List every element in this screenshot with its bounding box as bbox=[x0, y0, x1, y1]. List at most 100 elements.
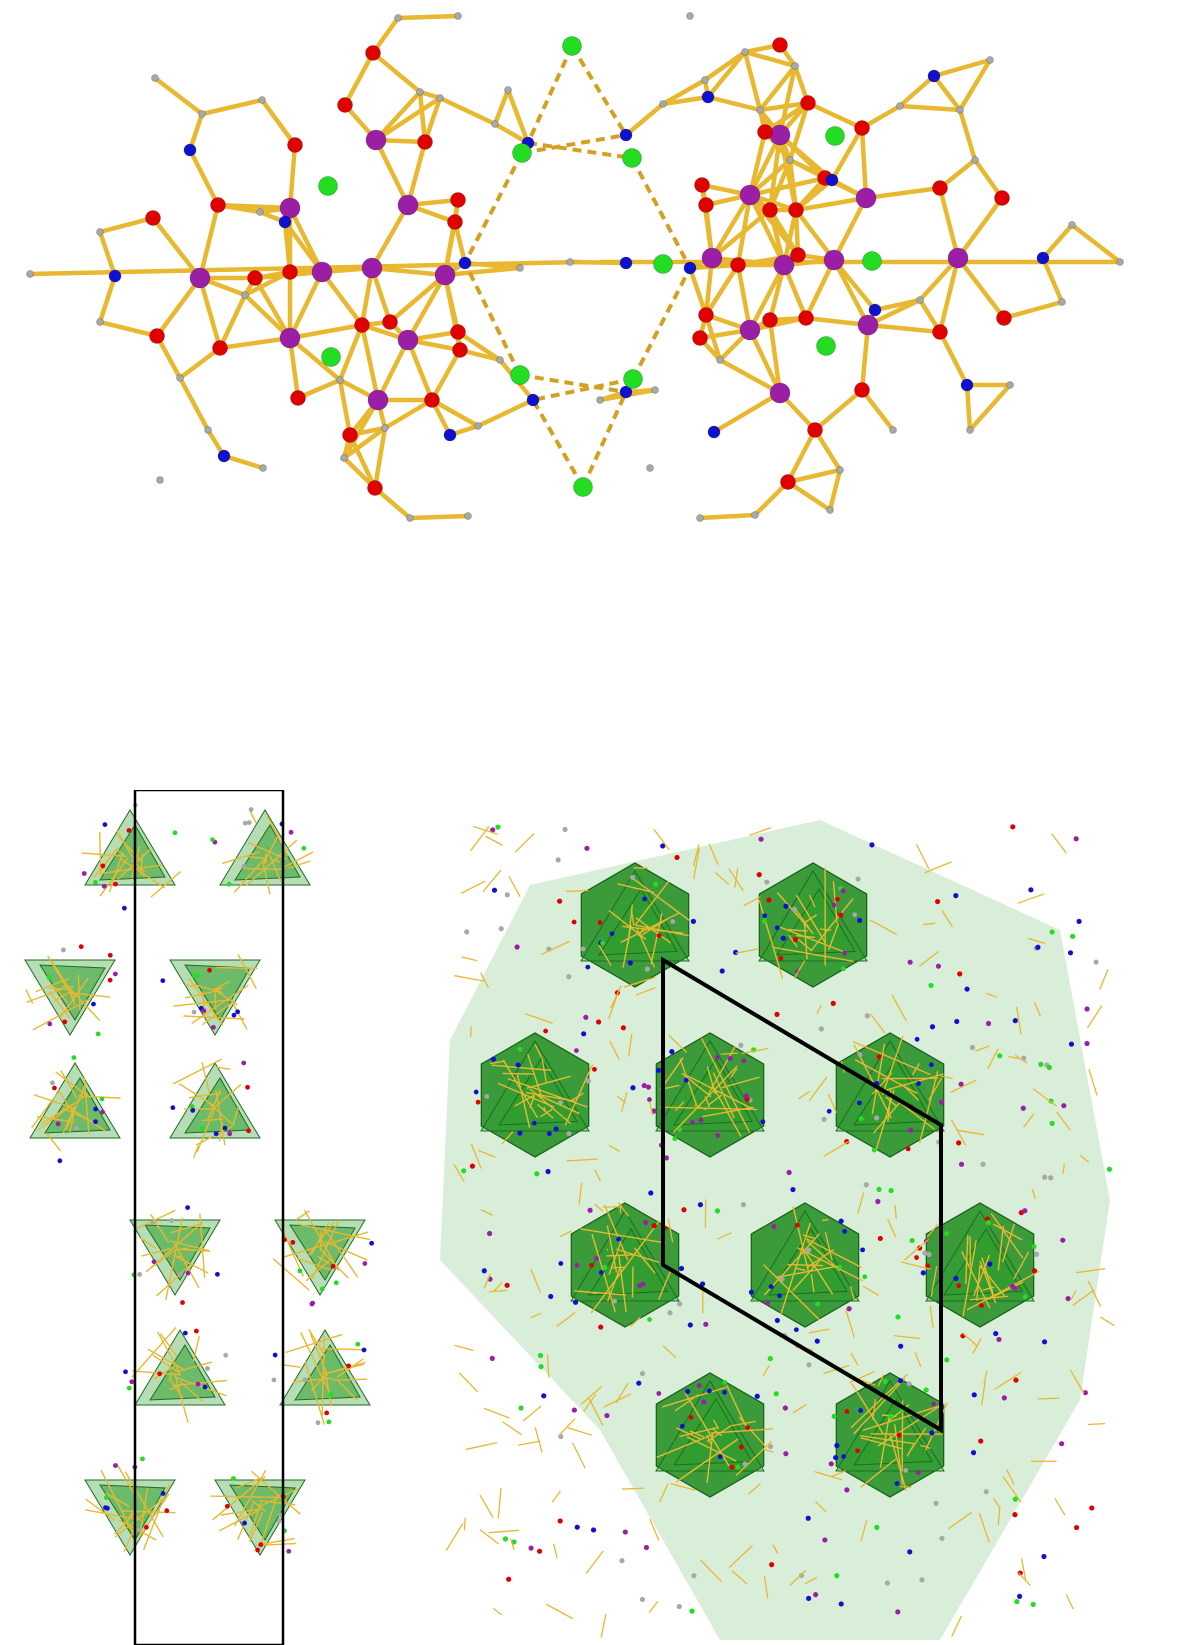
bond bbox=[757, 63, 798, 113]
carbon-atom bbox=[836, 466, 844, 474]
bond bbox=[824, 1232, 833, 1261]
bond bbox=[709, 192, 753, 261]
bond bbox=[789, 1569, 807, 1586]
chlorine-atom bbox=[1012, 1496, 1018, 1502]
chlorine-atom bbox=[689, 1608, 695, 1614]
metal-atom bbox=[895, 1609, 901, 1615]
oxygen-atom bbox=[543, 1028, 548, 1034]
bond bbox=[337, 377, 353, 438]
chlorine-atom bbox=[510, 365, 530, 385]
bond bbox=[214, 989, 238, 1006]
bond bbox=[341, 397, 381, 461]
bond bbox=[237, 954, 257, 989]
cluster-polyhedra bbox=[24, 802, 375, 1556]
nitrogen-atom bbox=[616, 1236, 621, 1242]
carbon-atom bbox=[204, 426, 212, 434]
bond bbox=[31, 1092, 59, 1129]
bond bbox=[502, 1072, 534, 1075]
oxygen-atom bbox=[979, 1303, 984, 1308]
oxygen-atom bbox=[193, 1328, 199, 1334]
bond bbox=[606, 1254, 635, 1257]
bond bbox=[536, 1093, 580, 1115]
chlorine-atom bbox=[834, 1573, 840, 1579]
bond bbox=[145, 1221, 203, 1273]
nitrogen-atom bbox=[679, 1423, 685, 1429]
bond bbox=[859, 387, 896, 433]
oxygen-atom bbox=[1089, 1505, 1095, 1511]
bond bbox=[477, 1149, 496, 1158]
hydrogen-bond-dashes bbox=[463, 44, 692, 488]
bond bbox=[442, 265, 523, 278]
oxygen-atom bbox=[224, 1503, 230, 1509]
nitrogen-atom bbox=[805, 1515, 811, 1521]
bond bbox=[863, 185, 943, 201]
bond bbox=[282, 219, 293, 275]
nitrogen-atom bbox=[690, 918, 697, 924]
chlorine-atom bbox=[95, 1031, 101, 1037]
bond bbox=[585, 1550, 604, 1574]
chlorine-atom bbox=[573, 477, 593, 497]
bond bbox=[937, 185, 961, 261]
cluster bbox=[123, 1327, 229, 1423]
bond bbox=[686, 1436, 737, 1462]
bond bbox=[915, 844, 930, 870]
chlorine-atom bbox=[672, 1136, 678, 1142]
bond bbox=[941, 910, 953, 928]
oxygen-atom bbox=[681, 1207, 687, 1213]
oxygen-atom bbox=[180, 1300, 185, 1305]
bond bbox=[184, 989, 221, 999]
bond bbox=[762, 1365, 770, 1377]
bond bbox=[310, 1222, 330, 1256]
bond bbox=[242, 269, 293, 298]
bond bbox=[245, 855, 265, 859]
bond bbox=[985, 992, 998, 998]
bond bbox=[862, 1285, 880, 1296]
bond bbox=[1006, 1469, 1015, 1486]
metal-atom bbox=[844, 1487, 850, 1493]
oxygen-atom bbox=[346, 1363, 351, 1369]
bond bbox=[709, 207, 773, 261]
carbon-atom bbox=[60, 947, 66, 953]
bond bbox=[812, 387, 865, 433]
oxygen-atom bbox=[854, 382, 870, 398]
metal-atom bbox=[574, 1048, 579, 1053]
oxygen-atom bbox=[1017, 1570, 1023, 1576]
bond bbox=[323, 1367, 333, 1407]
nitrogen-atom bbox=[553, 1126, 559, 1132]
oxygen-atom bbox=[877, 1235, 883, 1242]
carbon-atom bbox=[916, 296, 924, 304]
nitrogen-atom bbox=[869, 842, 875, 848]
nitrogen-atom bbox=[868, 303, 882, 317]
bond bbox=[33, 1094, 75, 1109]
bond bbox=[785, 427, 818, 485]
nitrogen-atom bbox=[369, 1240, 375, 1246]
bond bbox=[623, 101, 666, 138]
carbon-atom bbox=[151, 74, 159, 82]
metal-atom bbox=[783, 1451, 789, 1457]
chlorine-atom bbox=[1070, 933, 1076, 939]
oxygen-atom bbox=[838, 912, 844, 918]
bond bbox=[650, 912, 663, 965]
oxygen-atom bbox=[506, 1576, 512, 1582]
nitrogen-atom bbox=[1035, 944, 1041, 950]
oxygen-atom bbox=[595, 1019, 602, 1025]
bond bbox=[659, 1483, 669, 1503]
bond bbox=[215, 1090, 226, 1146]
bond bbox=[697, 512, 758, 521]
chlorine-atom bbox=[1031, 1244, 1037, 1249]
bond bbox=[565, 889, 589, 893]
carbon-atom bbox=[1006, 381, 1014, 389]
metal-atom bbox=[361, 257, 383, 279]
bond bbox=[779, 926, 844, 953]
metal-atom bbox=[643, 1544, 650, 1551]
oxygen-atom bbox=[450, 324, 466, 340]
bond bbox=[679, 1058, 698, 1106]
carbon-atom bbox=[667, 1310, 673, 1316]
metal-atom bbox=[1022, 1208, 1028, 1214]
bond bbox=[831, 195, 869, 263]
bond bbox=[992, 1223, 1023, 1241]
oxygen-atom bbox=[282, 264, 298, 280]
nitrogen-atom bbox=[683, 261, 697, 275]
nitrogen-atom bbox=[971, 1392, 977, 1398]
bond bbox=[1088, 1069, 1098, 1096]
